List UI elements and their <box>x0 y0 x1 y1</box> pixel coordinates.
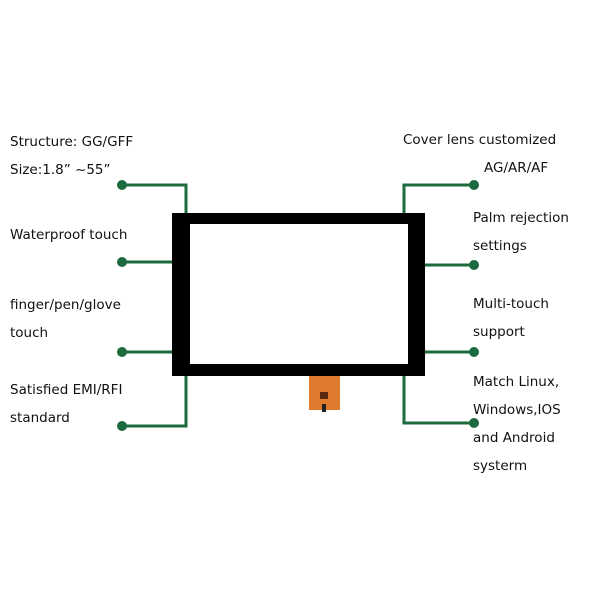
label-structure: Structure: GG/GFF <box>10 134 134 150</box>
dot <box>469 180 479 190</box>
panel-screen <box>190 224 408 364</box>
dot <box>117 257 127 267</box>
fpc-chip <box>320 392 328 399</box>
label-size: Size:1.8” ~55” <box>10 162 111 178</box>
connector-structure <box>122 183 188 213</box>
label-os-1: Match Linux, <box>473 374 560 390</box>
dot <box>469 260 479 270</box>
label-multitouch-2: support <box>473 324 525 340</box>
label-palm-2: settings <box>473 238 527 254</box>
label-palm: Palm rejection <box>473 210 569 226</box>
dot <box>469 418 479 428</box>
label-os-4: systerm <box>473 458 528 474</box>
dot <box>117 180 127 190</box>
label-os-2: Windows,IOS <box>473 402 561 418</box>
dot <box>117 421 127 431</box>
label-ag-ar-af: AG/AR/AF <box>484 160 549 176</box>
label-os-3: and Android <box>473 430 555 446</box>
label-multitouch: Multi-touch <box>473 296 549 312</box>
connector-cover-lens <box>402 183 474 213</box>
touch-panel <box>172 213 425 412</box>
dot <box>117 347 127 357</box>
connector-emi <box>122 376 188 428</box>
dot <box>469 347 479 357</box>
label-cover-lens: Cover lens customized <box>403 132 557 148</box>
connector-os <box>402 376 474 425</box>
fpc-tail <box>322 404 326 412</box>
connector-dots <box>117 180 479 431</box>
label-finger: finger/pen/glove <box>10 297 121 313</box>
label-emi-2: standard <box>10 410 70 426</box>
label-finger-2: touch <box>10 325 49 341</box>
label-emi: Satisfied EMI/RFI <box>10 382 123 398</box>
label-waterproof: Waterproof touch <box>10 227 128 243</box>
connectors <box>122 183 474 428</box>
